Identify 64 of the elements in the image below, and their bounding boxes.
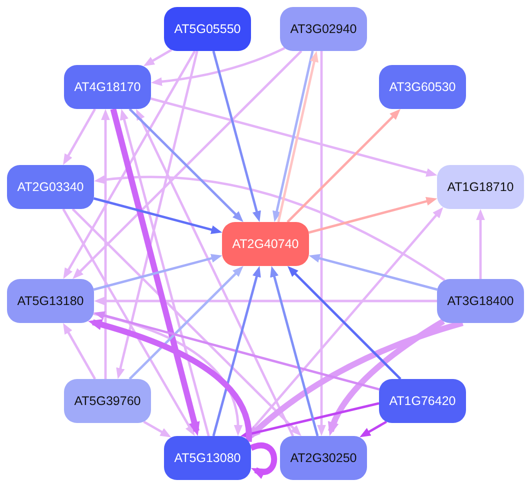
arrow (317, 51, 326, 436)
gene-node-box (64, 379, 151, 423)
arrow (244, 207, 444, 439)
arrow (328, 318, 445, 436)
gene-node-box (7, 279, 94, 323)
gene-label: AT3G02940 (290, 22, 357, 36)
gene-label: AT4G18170 (74, 80, 141, 94)
arrow (308, 197, 438, 234)
arrow (72, 208, 302, 436)
gene-node-box (437, 279, 524, 323)
arrow (128, 266, 244, 380)
arrow (136, 109, 294, 437)
arrow (212, 266, 261, 436)
arrow (116, 50, 198, 379)
arrow (151, 46, 286, 86)
gene-node-box (64, 65, 151, 109)
arrow (93, 197, 222, 234)
gene-label: AT5G39760 (74, 394, 141, 408)
arrow (308, 254, 438, 291)
gene-label: AT2G40740 (232, 236, 299, 252)
arrow (360, 420, 388, 438)
gene-node-box (280, 436, 367, 480)
gene-label: AT2G03340 (17, 180, 84, 194)
arrow (240, 402, 380, 438)
gene-node-box (280, 7, 367, 51)
arrow (143, 420, 172, 438)
arrow (110, 108, 200, 436)
gene-label: AT3G60530 (389, 80, 456, 94)
gene-node-box (379, 65, 466, 109)
gene-label: AT5G13180 (17, 294, 84, 308)
arrow (128, 108, 244, 222)
gene-node-box (164, 436, 251, 480)
arrow (93, 312, 242, 436)
arrow (62, 208, 195, 436)
gene-node-box (164, 7, 251, 51)
gene-label: AT5G05550 (174, 22, 241, 36)
arrow (63, 50, 196, 279)
gene-label: AT2G30250 (290, 450, 357, 466)
gene-node-box (437, 165, 524, 209)
arrow (286, 109, 400, 223)
gene-node-box (379, 379, 466, 423)
arrow (476, 209, 485, 279)
gene-label: AT1G76420 (389, 394, 456, 408)
arrow (63, 323, 96, 380)
arrow (101, 109, 110, 379)
arrow (93, 254, 222, 291)
gene-label: AT1G18710 (447, 180, 514, 194)
arrow (72, 50, 302, 279)
arrow (212, 50, 261, 222)
gene-label: AT3G18400 (447, 294, 514, 308)
arrow (120, 109, 210, 436)
arrow (63, 108, 96, 165)
self-loop-arrow (250, 442, 278, 478)
arrow (94, 175, 446, 282)
arrow (94, 296, 437, 306)
gene-label: AT5G13080 (174, 450, 241, 466)
gene-node-box (7, 165, 94, 209)
arrow (288, 266, 402, 380)
arrow (94, 311, 380, 391)
arrow (88, 319, 252, 442)
arrow (143, 48, 172, 66)
gene-node-box (222, 222, 309, 266)
arrow (270, 266, 319, 436)
arrow (150, 97, 438, 177)
